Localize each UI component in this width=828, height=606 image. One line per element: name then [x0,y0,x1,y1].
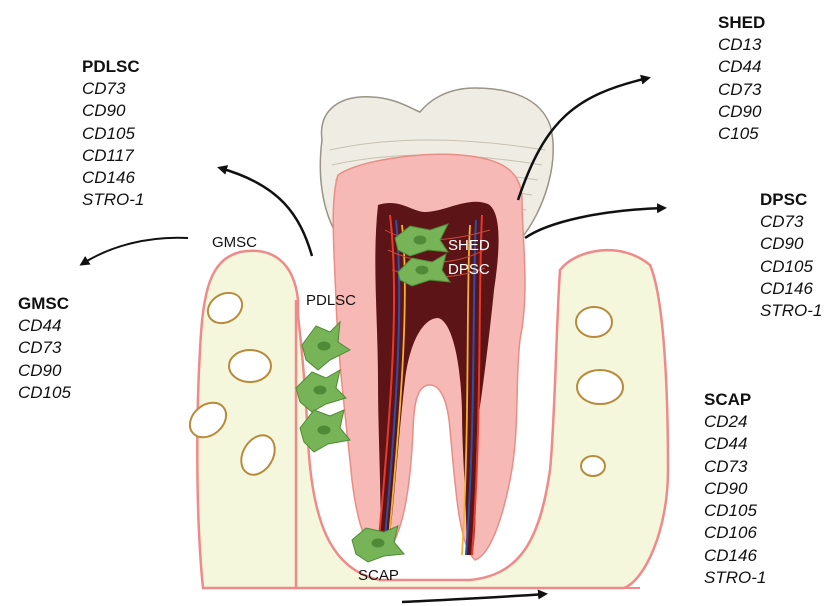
panel-gmsc: GMSC CD44 CD73 CD90 CD105 [18,293,71,404]
marker: CD90 [718,101,765,123]
marker: CD73 [760,211,822,233]
marker: CD73 [82,78,144,100]
marker: CD146 [82,167,144,189]
panel-title: DPSC [760,189,822,211]
marker: CD146 [760,278,822,300]
marker: CD106 [704,522,766,544]
panel-pdlsc: PDLSC CD73 CD90 CD105 CD117 CD146 STRO-1 [82,56,144,212]
marker: CD90 [82,100,144,122]
panel-title: GMSC [18,293,71,315]
cell-scap [352,526,404,562]
panel-title: SHED [718,12,765,34]
label-gmsc: GMSC [212,234,257,251]
marker: STRO-1 [704,567,766,589]
marker: STRO-1 [760,300,822,322]
marker: CD90 [704,478,766,500]
panel-scap: SCAP CD24 CD44 CD73 CD90 CD105 CD106 CD1… [704,389,766,589]
marker: CD73 [704,456,766,478]
marker: CD13 [718,34,765,56]
panel-title: PDLSC [82,56,144,78]
marker: CD105 [760,256,822,278]
arrow-to-scap [402,594,545,602]
marker: STRO-1 [82,189,144,211]
marker: CD90 [18,360,71,382]
panel-dpsc: DPSC CD73 CD90 CD105 CD146 STRO-1 [760,189,822,322]
marker: CD44 [18,315,71,337]
marker: CD146 [704,545,766,567]
marker: CD90 [760,233,822,255]
marker: CD105 [82,123,144,145]
label-pdlsc: PDLSC [306,292,356,309]
bone-hole [577,370,623,404]
bone-hole [229,350,271,382]
marker: CD73 [718,79,765,101]
arrow-to-gmsc [82,238,188,264]
panel-shed: SHED CD13 CD44 CD73 CD90 C105 [718,12,765,145]
marker: CD44 [704,433,766,455]
marker: CD105 [18,382,71,404]
marker: CD117 [82,145,144,167]
label-dpsc: DPSC [448,261,490,278]
panel-title: SCAP [704,389,766,411]
label-scap: SCAP [358,567,399,584]
marker: CD24 [704,411,766,433]
marker: CD44 [718,56,765,78]
bone-hole [576,307,612,337]
marker: CD73 [18,337,71,359]
marker: CD105 [704,500,766,522]
marker: C105 [718,123,765,145]
bone-hole [581,456,605,476]
label-shed: SHED [448,237,490,254]
arrow-to-dpsc [525,208,664,238]
